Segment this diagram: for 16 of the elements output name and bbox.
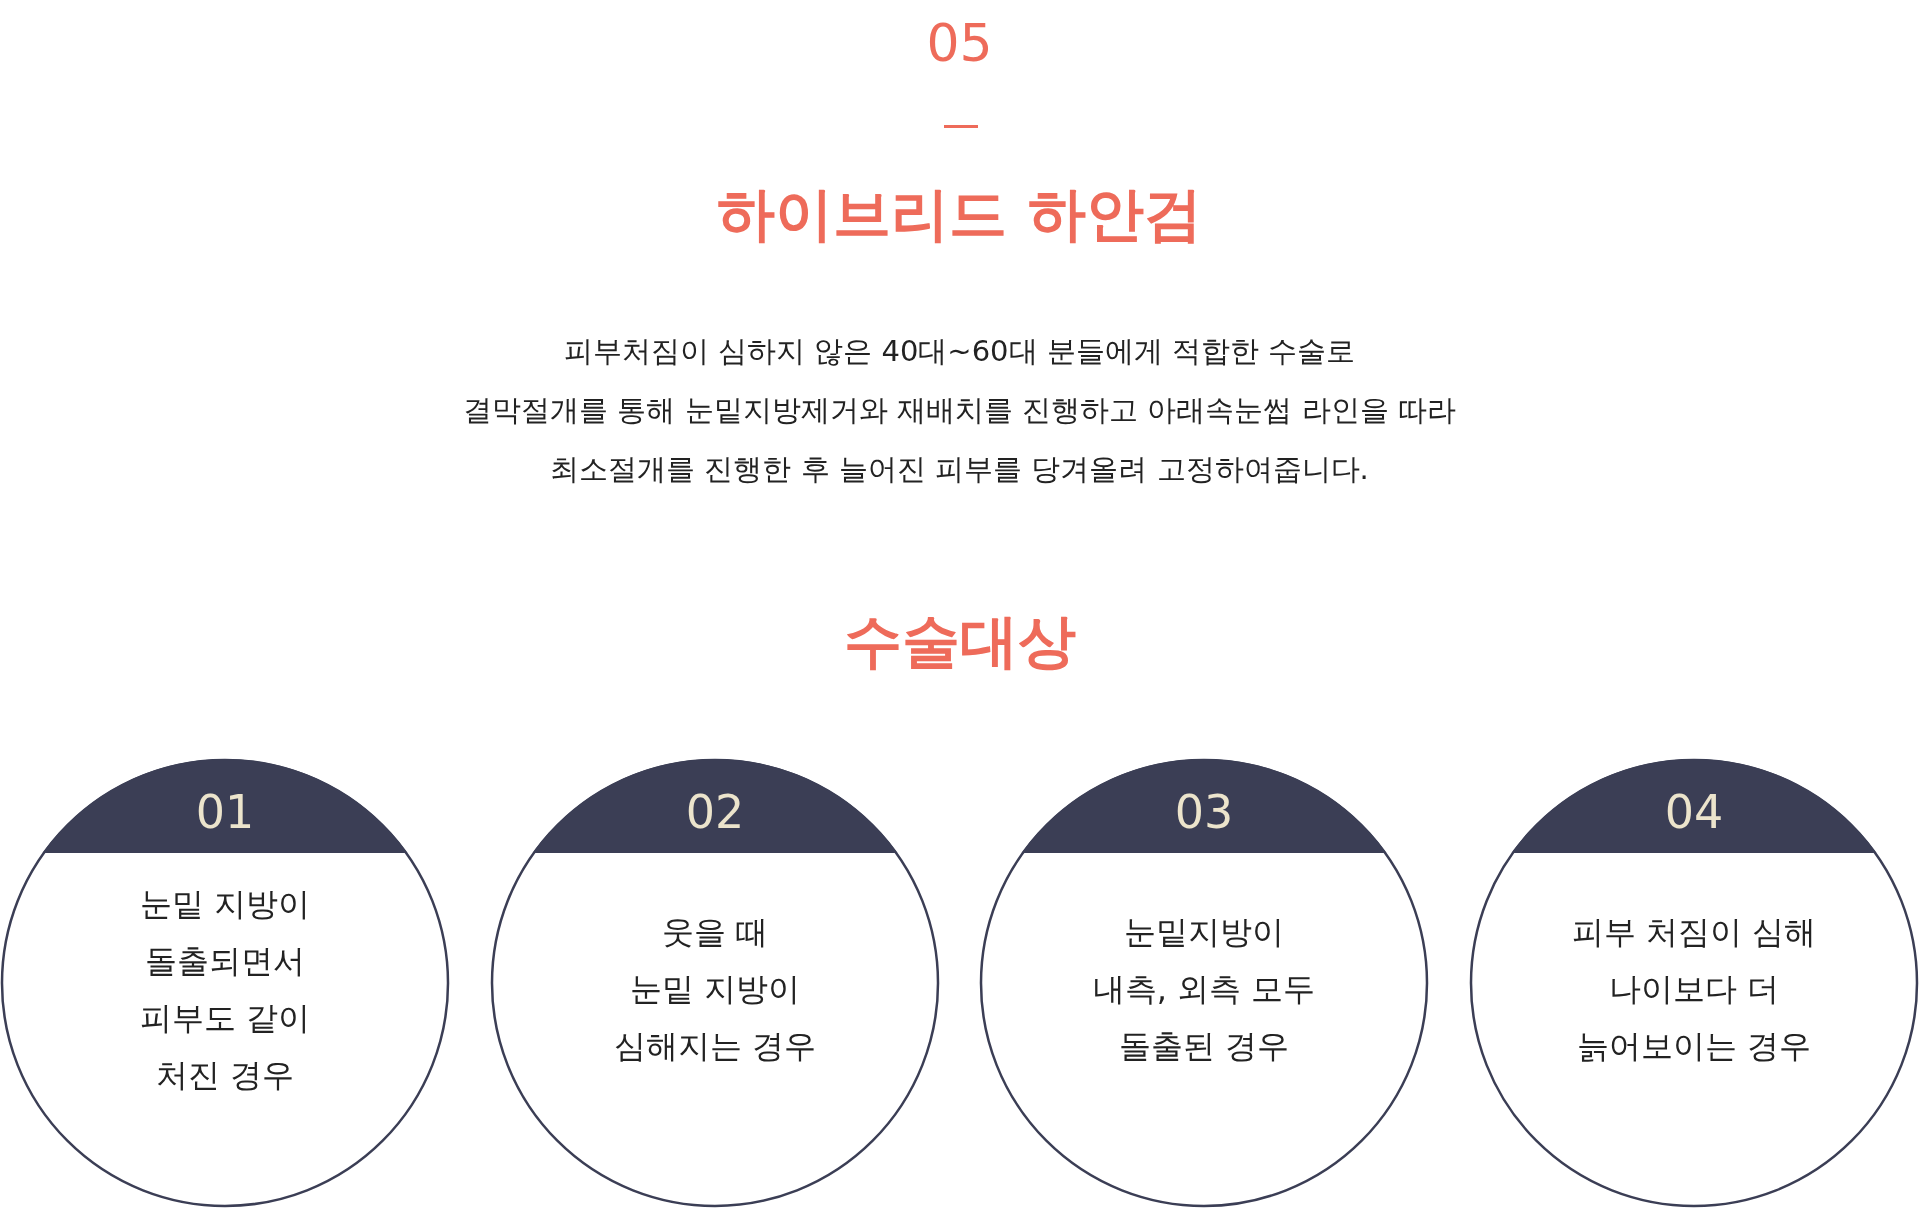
target-circle xyxy=(491,759,939,1207)
description-paragraph: 피부처짐이 심하지 않은 40대~60대 분들에게 적합한 수술로 결막절개를 통해 눈밑지방제거와 재배치를 진행하고 아래속눈썹 라인을 따라 최소절개를 진행한 후 늘어진 피부를 당겨올려 고정하여줍니다. xyxy=(463,333,1456,488)
section-heading: 수술대상 xyxy=(843,607,1076,677)
step-number: 01 xyxy=(195,789,255,835)
step-number: 04 xyxy=(1664,789,1724,835)
case-description: 눈밑 지방이 돌출되면서 피부도 같이 처진 경우 xyxy=(139,884,311,1096)
case-description: 웃을 때 눈밑 지방이 심해지는 경우 xyxy=(613,912,817,1067)
target-circle xyxy=(1470,759,1918,1207)
case-description: 눈밑지방이 내측, 외측 모두 돌출된 경우 xyxy=(1092,912,1316,1067)
target-circle xyxy=(980,759,1428,1207)
section-number: 05 xyxy=(926,12,993,75)
target-circle xyxy=(1,759,449,1207)
step-number: 02 xyxy=(685,789,745,835)
title: 하이브리드 하안검 xyxy=(717,180,1202,250)
case-description: 피부 처짐이 심해 나이보다 더 늙어보이는 경우 xyxy=(1571,912,1817,1067)
step-number: 03 xyxy=(1174,789,1234,835)
